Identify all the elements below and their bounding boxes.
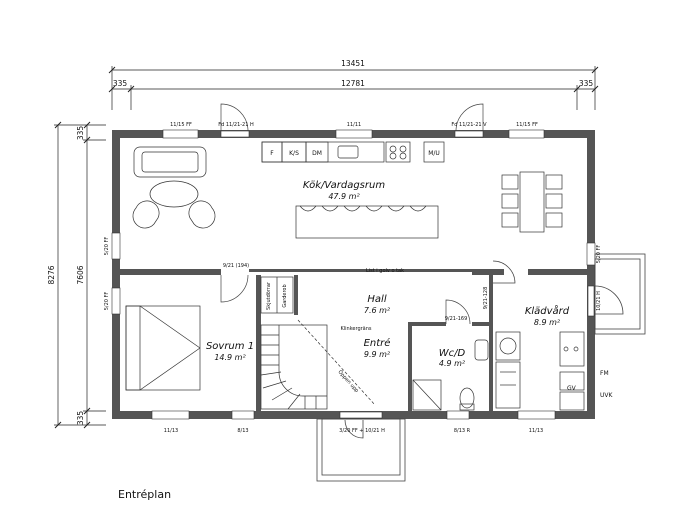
dim-top-inner: 12781 bbox=[341, 79, 365, 88]
window-label-left2: 5/20 FF bbox=[104, 292, 110, 311]
window-label-top1: 11/15 FF bbox=[170, 122, 192, 128]
room-area-entre: 9.9 m² bbox=[364, 350, 391, 359]
wc-fixtures bbox=[412, 339, 489, 411]
dim-left-bottom-offset: 335 bbox=[76, 411, 85, 426]
dim-top-left-offset: 335 bbox=[113, 79, 128, 88]
note-oppen-upp: Öppen upp bbox=[337, 369, 361, 394]
fixture-fm: FM bbox=[600, 370, 609, 377]
door-swings bbox=[220, 103, 516, 325]
interior-walls bbox=[120, 269, 587, 411]
dimension-lines bbox=[54, 66, 596, 426]
window-label-top2: Fd 11/21-21 H bbox=[218, 122, 254, 128]
fixture-microwave: M/U bbox=[428, 150, 440, 157]
room-name-kok: Kök/Vardagsrum bbox=[303, 180, 385, 191]
note-klinker: Klinkergräns bbox=[340, 326, 371, 332]
door-label-1: 9/21 (194) bbox=[223, 263, 249, 269]
room-area-kok: 47.9 m² bbox=[328, 192, 360, 201]
bed bbox=[125, 305, 201, 391]
kitchen-island bbox=[295, 205, 439, 239]
room-name-hall: Hall bbox=[367, 294, 386, 305]
note-list: List i golv o tak bbox=[366, 268, 404, 274]
fixture-fridge: F bbox=[270, 150, 274, 157]
dimension-ticks bbox=[54, 66, 599, 429]
dim-top-total: 13451 bbox=[341, 59, 365, 68]
staircase bbox=[260, 319, 376, 410]
label-skjutdorrar: Skjutdörrar bbox=[266, 281, 272, 310]
window-label-top4: Fd 11/21-21 V bbox=[451, 122, 487, 128]
entrance-porch bbox=[316, 418, 406, 482]
plan-caption: Entréplan bbox=[118, 488, 172, 501]
door-label-3: 9/21-128 bbox=[483, 287, 489, 310]
dim-left-inner: 7606 bbox=[76, 265, 85, 284]
room-area-hall: 7.6 m² bbox=[364, 306, 391, 315]
window-label-right1: 5/20 FF bbox=[596, 245, 602, 264]
window-label-bot1: 11/13 bbox=[164, 428, 178, 434]
laundry-fixtures bbox=[495, 331, 585, 411]
room-area-kladvard: 8.9 m² bbox=[534, 318, 561, 327]
window-label-left1: 5/20 FF bbox=[104, 237, 110, 256]
wall-openings bbox=[111, 129, 596, 420]
room-name-entre: Entré bbox=[364, 337, 391, 349]
fixture-freezer: K/S bbox=[289, 150, 299, 157]
window-label-bot5: 11/13 bbox=[529, 428, 543, 434]
room-area-sovrum: 14.9 m² bbox=[214, 353, 246, 362]
room-area-wc: 4.9 m² bbox=[439, 359, 466, 368]
room-name-sovrum: Sovrum 1 bbox=[206, 341, 254, 352]
window-label-bot2: 8/13 bbox=[237, 428, 248, 434]
dim-left-total: 8276 bbox=[47, 265, 56, 284]
window-label-top5: 11/15 FF bbox=[516, 122, 538, 128]
window-label-bot4: 8/13 R bbox=[454, 428, 471, 434]
dining-table bbox=[501, 171, 563, 233]
kitchen-counter bbox=[261, 141, 445, 163]
dim-top-right-offset: 335 bbox=[579, 79, 594, 88]
fixture-dishwasher: DM bbox=[312, 150, 322, 157]
label-garderob: Garderob bbox=[282, 284, 288, 307]
door-label-2: 9/21-169 bbox=[445, 316, 468, 322]
side-porch bbox=[594, 253, 646, 335]
fixture-uvk: UVK bbox=[600, 392, 613, 399]
dim-left-top-offset: 335 bbox=[76, 126, 85, 141]
living-furniture bbox=[132, 146, 216, 229]
room-name-wc: Wc/D bbox=[439, 348, 466, 359]
window-label-right2: 10/21 H bbox=[596, 291, 602, 311]
window-label-bot3: 3/20 FF + 10/21 H bbox=[339, 428, 385, 434]
window-label-top3: 11/11 bbox=[347, 122, 361, 128]
room-name-kladvard: Klädvård bbox=[525, 304, 570, 317]
fixture-gv: GV bbox=[567, 385, 577, 392]
wardrobe bbox=[260, 276, 294, 314]
